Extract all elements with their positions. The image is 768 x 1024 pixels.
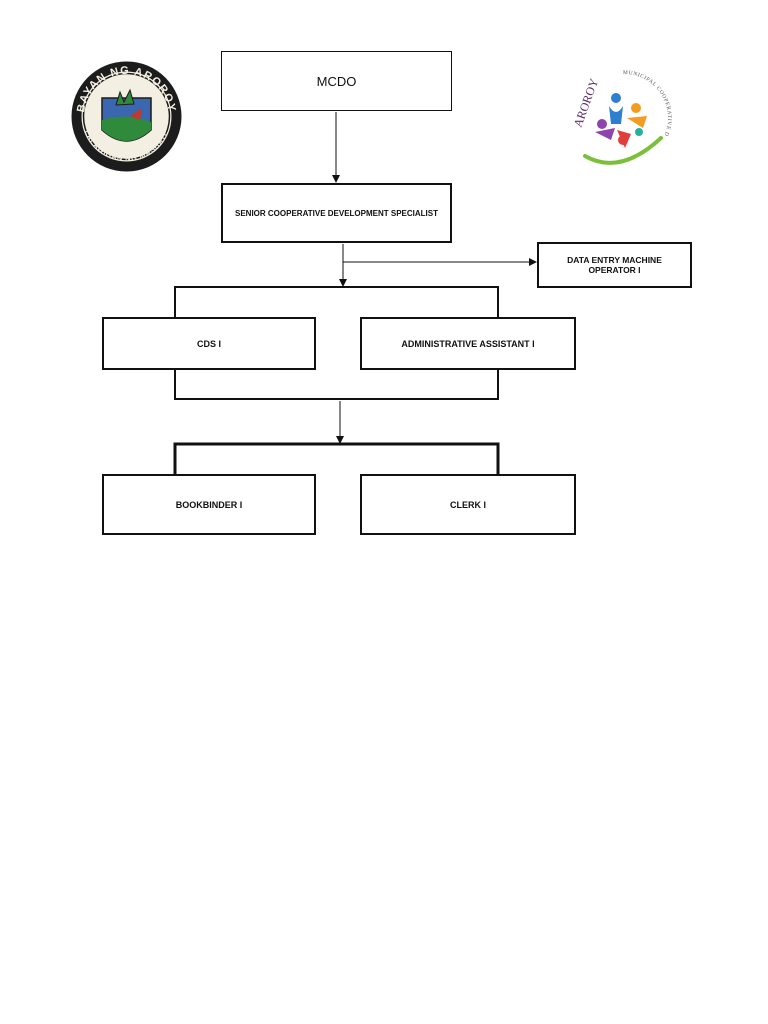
- bracket-top-level2: [174, 286, 499, 317]
- label-cds-i: CDS I: [196, 338, 221, 349]
- box-bookbinder: BOOKBINDER I: [102, 474, 316, 535]
- label-senior-cds: SENIOR COOPERATIVE DEVELOPMENT SPECIALIS…: [235, 208, 438, 218]
- box-administrative-assistant: ADMINISTRATIVE ASSISTANT I: [360, 317, 576, 370]
- box-data-entry-operator: DATA ENTRY MACHINE OPERATOR I: [537, 242, 692, 288]
- label-administrative-assistant: ADMINISTRATIVE ASSISTANT I: [401, 338, 535, 349]
- bayan-seal-icon: ★ ★ BAYAN NG AROROY LALAWIGAN NG MASBATE: [71, 61, 182, 172]
- aroroy-text: AROROY: [571, 76, 602, 129]
- left-logo: ★ ★ BAYAN NG AROROY LALAWIGAN NG MASBATE: [70, 60, 183, 173]
- box-cds-i: CDS I: [102, 317, 316, 370]
- label-bookbinder: BOOKBINDER I: [175, 499, 243, 510]
- bracket-bottom-level2: [174, 370, 499, 400]
- svg-text:★: ★: [90, 113, 97, 122]
- box-mcdo: MCDO: [221, 51, 452, 111]
- label-data-entry-operator: DATA ENTRY MACHINE OPERATOR I: [567, 255, 662, 275]
- box-senior-cds: SENIOR COOPERATIVE DEVELOPMENT SPECIALIS…: [221, 183, 452, 243]
- box-clerk: CLERK I: [360, 474, 576, 535]
- label-clerk: CLERK I: [450, 499, 486, 510]
- cooperative-office-logo-icon: AROROY MUNICIPAL COOPERATIVE DEVELOPMENT…: [562, 64, 671, 165]
- svg-text:★: ★: [156, 113, 163, 122]
- label-mcdo: MCDO: [316, 73, 357, 89]
- bracket-top-level3: [173, 442, 500, 474]
- right-logo: AROROY MUNICIPAL COOPERATIVE DEVELOPMENT…: [562, 64, 675, 168]
